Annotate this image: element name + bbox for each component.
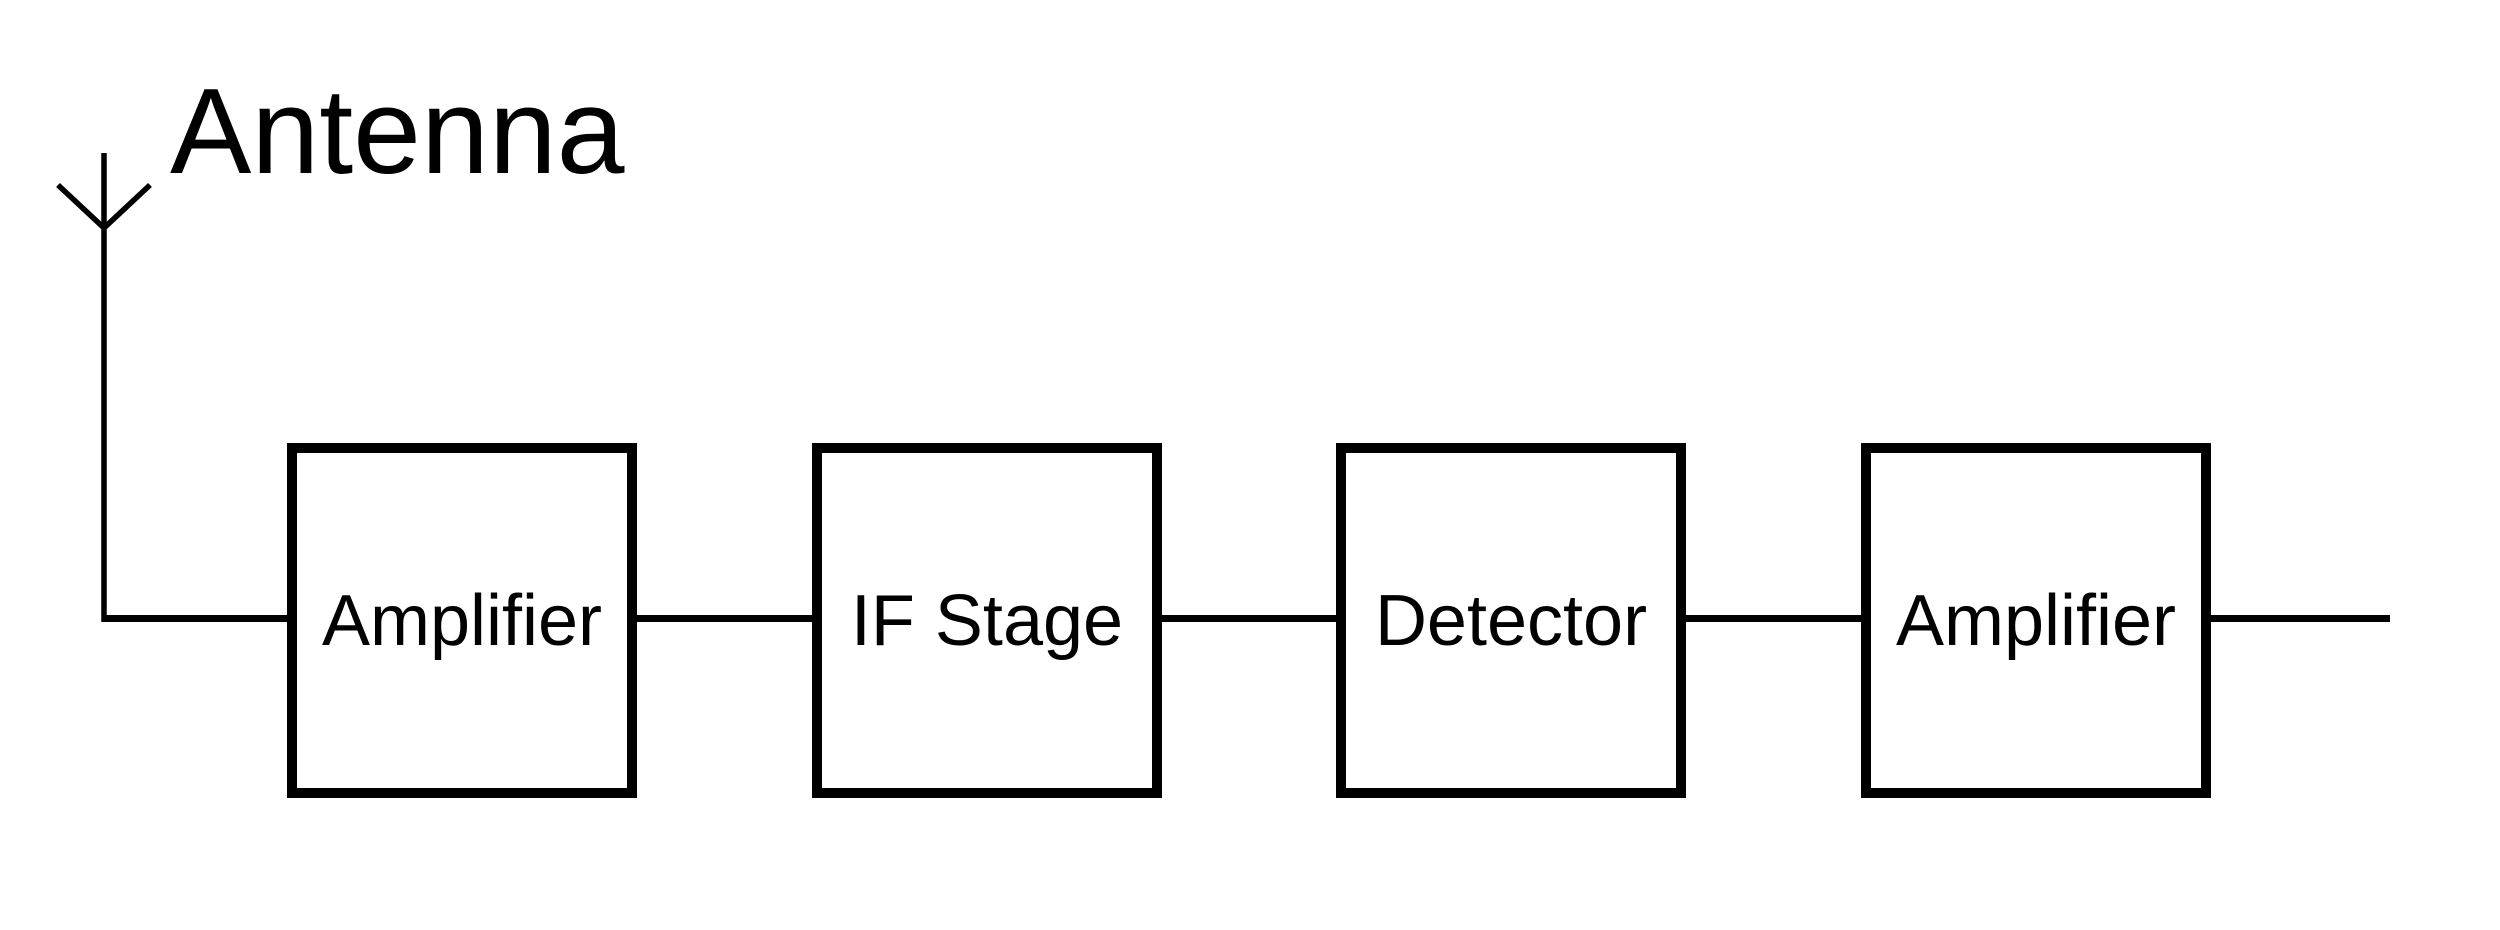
block-label: Amplifier: [321, 580, 603, 661]
block-detector: Detector: [1336, 443, 1686, 798]
block-amplifier-2: Amplifier: [1861, 443, 2211, 798]
block-label: Amplifier: [1895, 580, 2177, 661]
antenna-icon: [56, 153, 152, 622]
signal-line: [104, 615, 2390, 622]
antenna-label: Antenna: [170, 63, 625, 199]
block-label: Detector: [1374, 580, 1648, 661]
block-label: IF Stage: [850, 580, 1124, 661]
block-amplifier-1: Amplifier: [287, 443, 637, 798]
block-if-stage: IF Stage: [812, 443, 1162, 798]
